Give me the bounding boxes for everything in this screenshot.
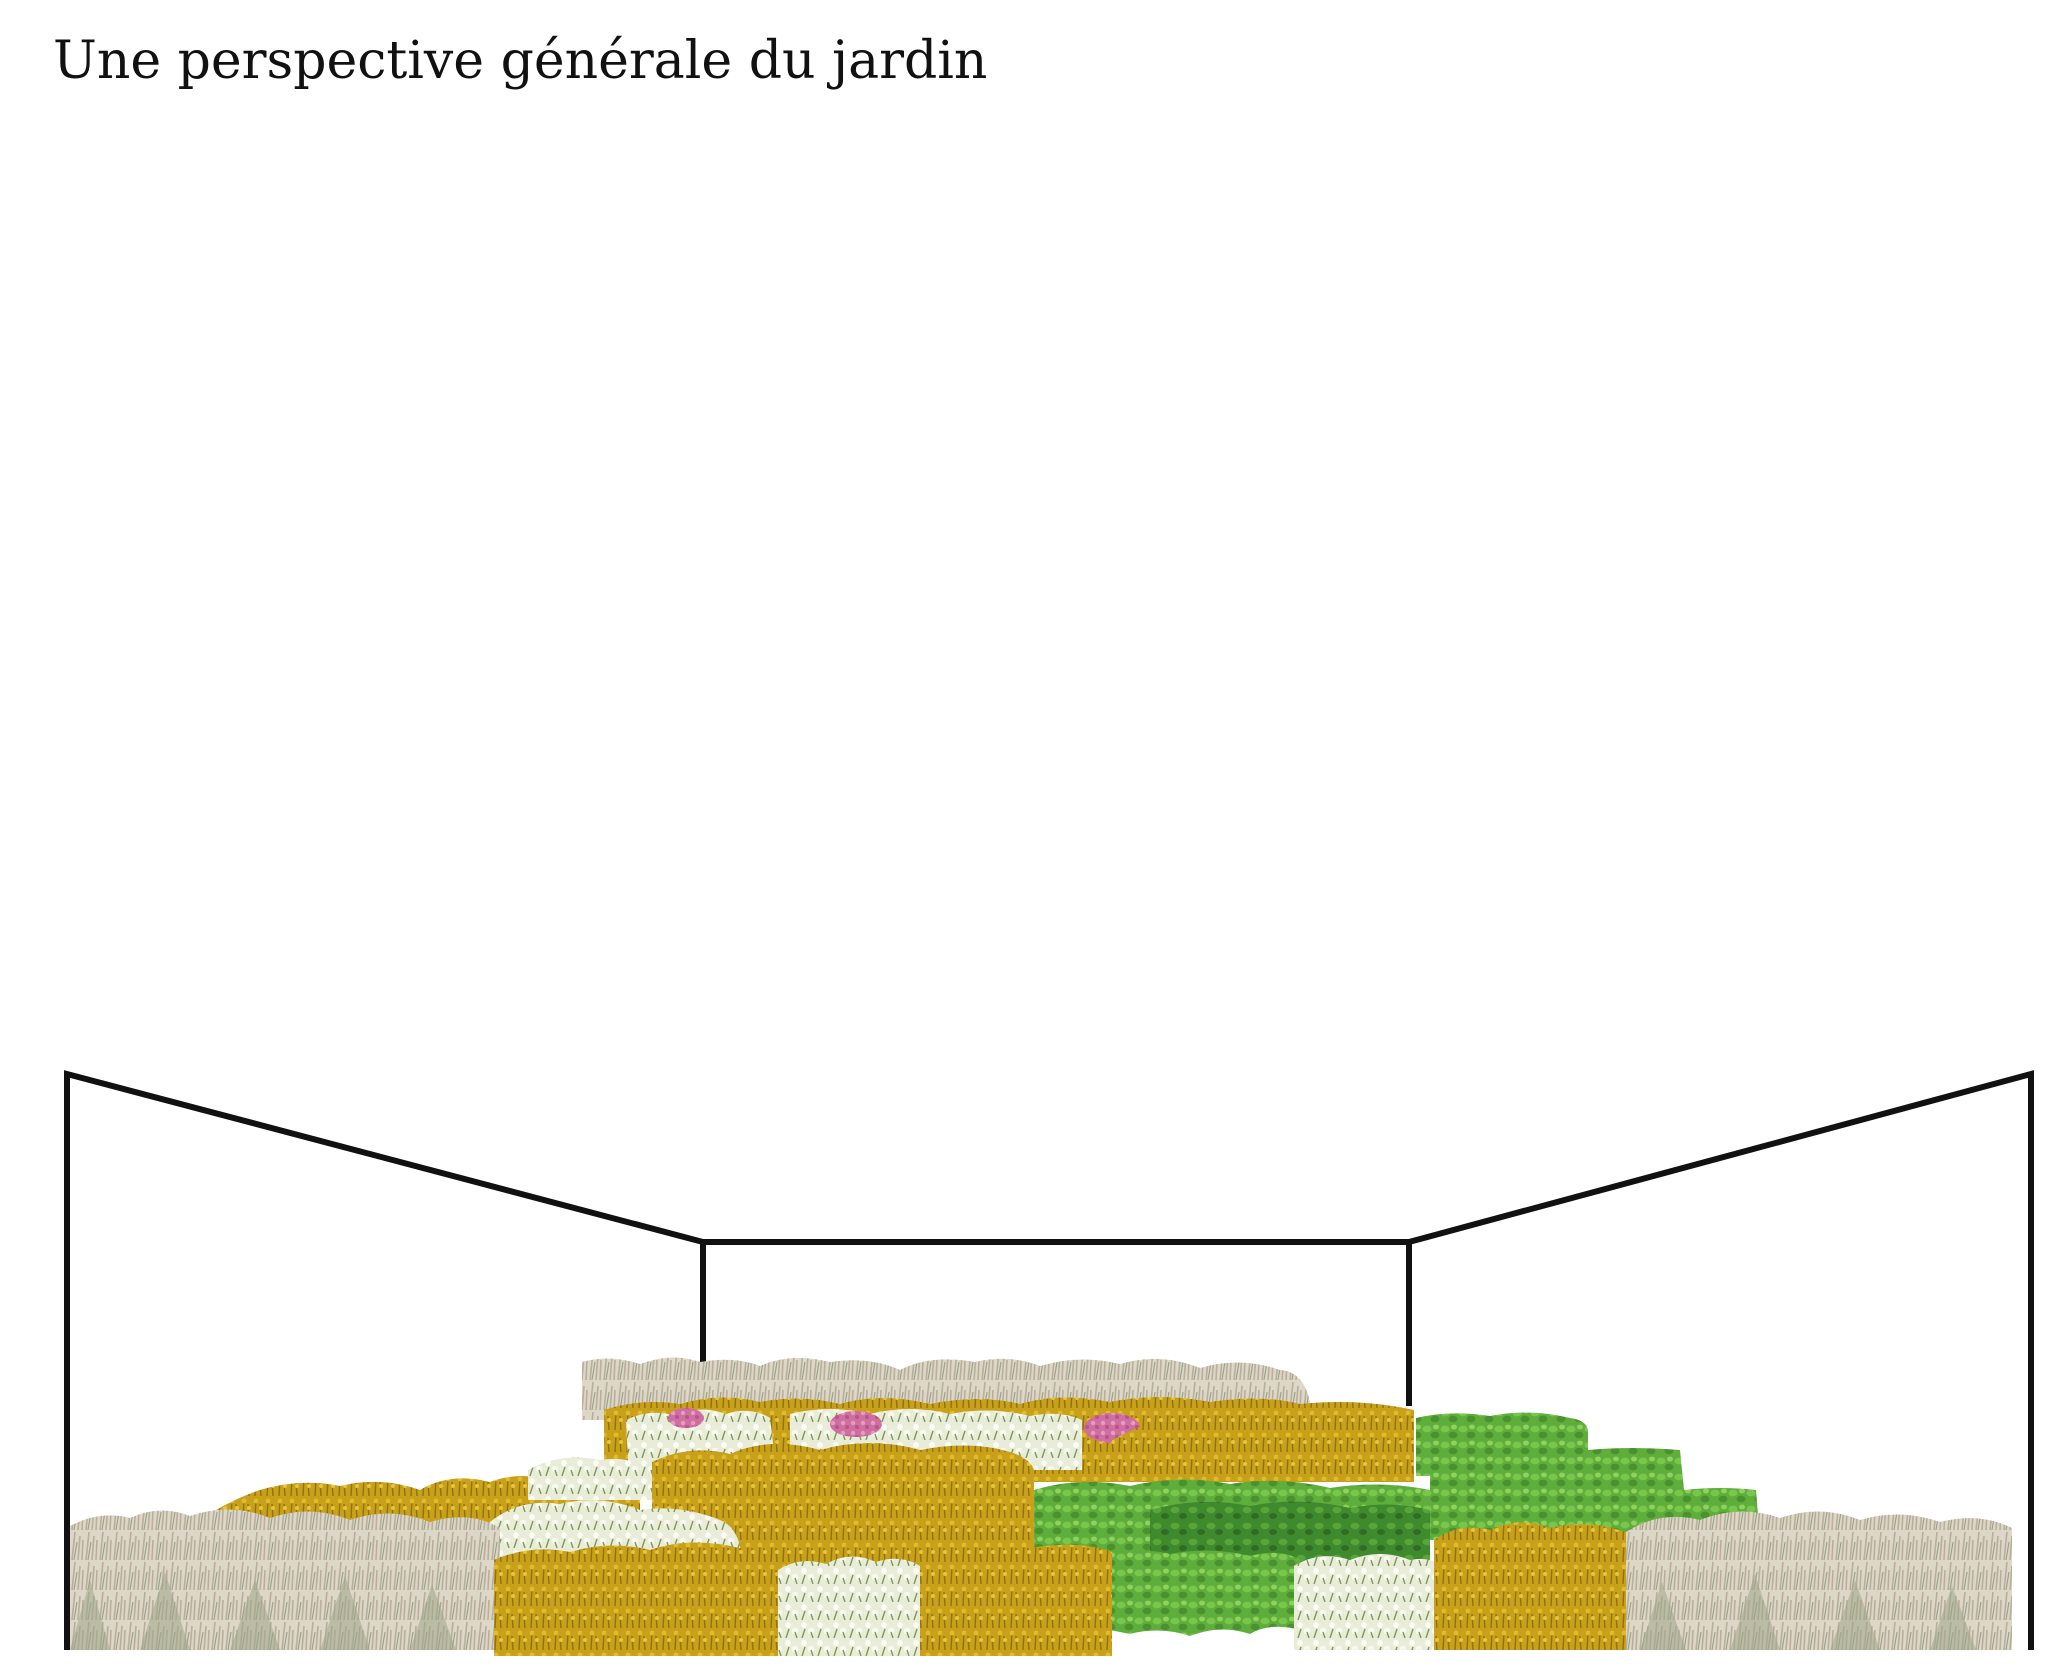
green-shrubs-front-center <box>1110 1550 1300 1636</box>
goldenrod-middle <box>652 1443 1034 1552</box>
white-flowers-front-left <box>778 1556 920 1656</box>
planting-collage <box>70 1357 2012 1656</box>
ornamental-grass-left-tufts <box>70 1572 456 1650</box>
goldenrod-right-front <box>1434 1522 1630 1650</box>
white-flowers-left-back <box>528 1457 642 1500</box>
goldenrod-upper-right <box>1112 1404 1414 1478</box>
left-wall-outline <box>64 1070 706 1650</box>
white-flowers-front-right <box>1294 1554 1440 1650</box>
ornamental-grass-right <box>1626 1511 2012 1650</box>
pink-sedum-center <box>830 1411 882 1437</box>
page-title: Une perspective générale du jardin <box>53 31 988 91</box>
right-wall-outline <box>1406 1070 2034 1650</box>
ornamental-grass-right-tufts <box>1640 1574 1976 1650</box>
perspective-frame <box>64 1070 2034 1650</box>
green-shrubs-right-back <box>1416 1412 1588 1476</box>
pink-sedum-left <box>668 1408 704 1428</box>
